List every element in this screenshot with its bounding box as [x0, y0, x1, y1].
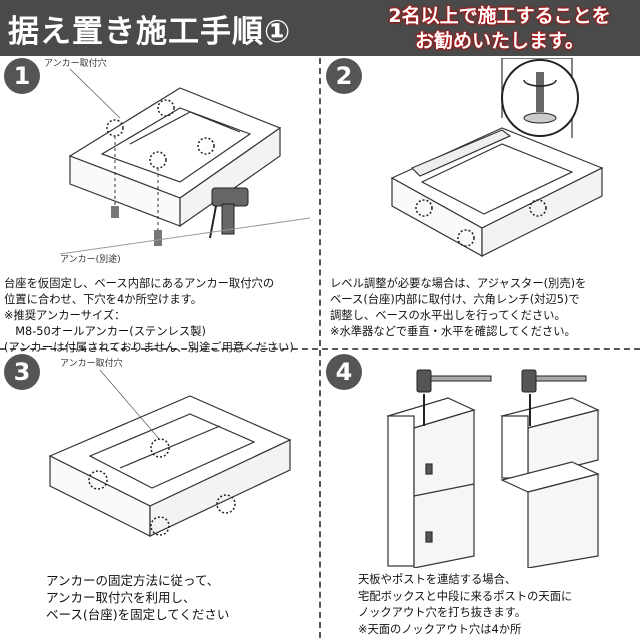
step-2-description: レベル調整が必要な場合は、アジャスター(別売)を ベース(台座)内部に取付け、六… [330, 276, 586, 340]
step-3-anchor-hole-label: アンカー取付穴 [60, 357, 123, 369]
step-1-line: 位置に合わせ、下穴を4か所空けます。 [4, 293, 203, 306]
step-1-line: (アンカーは付属されておりません、別途ご用意ください) [4, 341, 294, 354]
step-4-description: 天板やポストを連結する場合、 宅配ボックスと中段に来るポストの天面に ノックアウ… [358, 572, 572, 638]
step-1-number: 1 [4, 58, 40, 94]
step-2-line: ベース(台座)内部に取付け、六角レンチ(対辺5)で [330, 293, 580, 306]
vertical-divider [319, 58, 321, 638]
step-2-line: 調整し、ベースの水平出しを行ってください。 [330, 309, 566, 322]
advice-line-1: 2名以上で施工することを [388, 5, 611, 27]
step-2-illustration [390, 58, 604, 258]
step-2-number: 2 [326, 58, 362, 94]
step-1-anchor-separate-label: アンカー(別途) [60, 253, 121, 265]
step-1-anchor-hole-label: アンカー取付穴 [44, 58, 107, 69]
step-1-line: ※推奨アンカーサイズ： [4, 309, 126, 322]
step-3-line: アンカーの固定方法に従って、 [46, 573, 220, 588]
step-4-line: 宅配ボックスと中段に来るポストの天面に [358, 589, 573, 603]
page-title: 据え置き施工手順① [8, 14, 292, 50]
step-4-line: 天板やポストを連結する場合、 [358, 573, 517, 586]
step-1-description: 台座を仮固定し、ベース内部にあるアンカー取付穴の 位置に合わせ、下穴を4か所空け… [4, 276, 294, 356]
step-2-line: ※水準器などで垂直・水平を確認してください。 [330, 325, 576, 338]
advice-note: 2名以上で施工することを お勧めいたします。 [367, 4, 632, 54]
step-4-line: ノックアウト穴を打ち抜きます。 [358, 606, 527, 619]
step-4-number: 4 [326, 354, 362, 390]
step-3-line: ベース(台座)を固定してください [46, 607, 230, 622]
step-1-line: M8-50オールアンカー(ステンレス製) [4, 325, 206, 338]
step-3-description: アンカーの固定方法に従って、 アンカー取付穴を利用し、 ベース(台座)を固定して… [46, 572, 229, 623]
step-3-number: 3 [4, 354, 40, 390]
step-1-illustration: アンカー取付穴 アンカー(別途) [44, 58, 311, 265]
step-2-line: レベル調整が必要な場合は、アジャスター(別売)を [330, 277, 587, 290]
step-3-line: アンカー取付穴を利用し、 [46, 590, 196, 605]
step-1-line: 台座を仮固定し、ベース内部にあるアンカー取付穴の [4, 277, 275, 290]
advice-line-2: お勧めいたします。 [414, 30, 585, 52]
header-bar: 据え置き施工手順① 2名以上で施工することを お勧めいたします。 [0, 0, 640, 56]
step-4-line: ※天面のノックアウト穴は4か所 [358, 622, 522, 636]
step-3-illustration: アンカー取付穴 [48, 357, 292, 537]
step-4-illustration [386, 369, 600, 568]
